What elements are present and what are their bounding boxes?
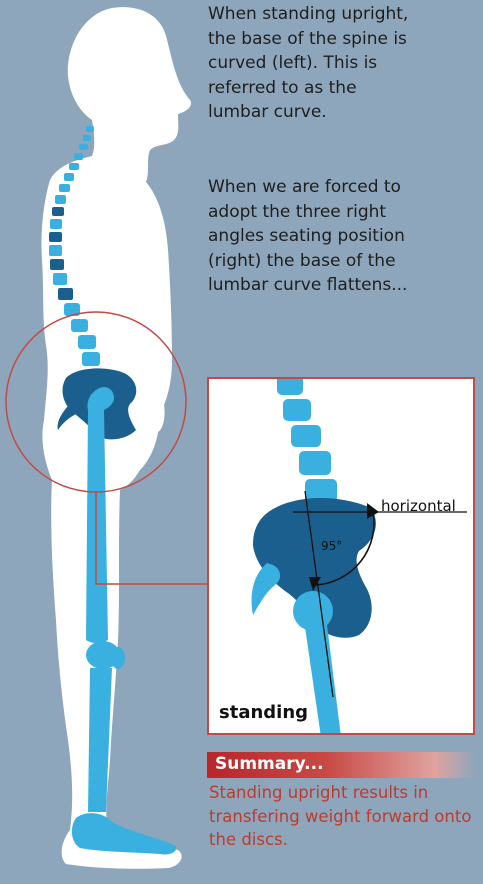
seating-paragraph: When we are forced to adopt the three ri…: [208, 175, 476, 298]
kneecap: [111, 647, 125, 669]
summary-text: Standing upright results in transfering …: [209, 781, 483, 852]
summary-header: Summary...: [207, 752, 475, 778]
angle-label: 95°: [321, 539, 342, 553]
horizontal-label: horizontal: [381, 497, 456, 515]
intro-paragraph: When standing upright, the base of the s…: [208, 2, 476, 125]
standing-label: standing: [219, 702, 308, 723]
foot-bones: [72, 813, 176, 854]
pelvis-zoom-inset: horizontal 95° standing: [207, 377, 475, 735]
shin-bone: [88, 668, 112, 812]
summary-title: Summary...: [215, 754, 324, 774]
zoom-femur: [305, 625, 341, 735]
zoom-hip-hook: [252, 563, 281, 615]
zoom-illustration: [209, 379, 475, 735]
zoom-vertebrae: [277, 379, 337, 503]
